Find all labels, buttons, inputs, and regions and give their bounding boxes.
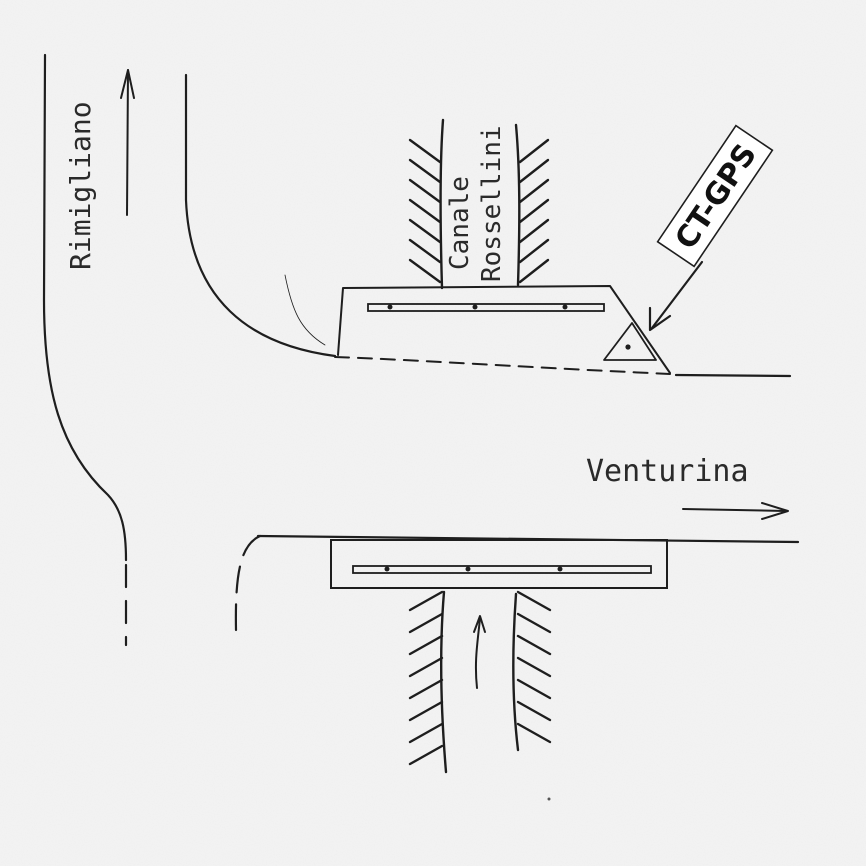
arrow-icon: [682, 502, 789, 520]
road-top-edge: [674, 373, 792, 378]
canal-upper: [408, 118, 550, 290]
label-canale: Canale: [445, 176, 475, 270]
arrow-icon: [120, 69, 135, 216]
road-bottom-curve-dashed: [234, 534, 262, 632]
station-tag-pointer: [650, 260, 704, 330]
triangle-dot-icon: [603, 322, 657, 361]
bridge-lower-rail: [352, 565, 652, 574]
canal-lower: [408, 590, 552, 774]
bridge-lower-outline: [330, 539, 668, 589]
bridge-upper: [337, 285, 671, 374]
road-left-edge-inner: [184, 73, 337, 358]
ink-speck: [547, 797, 551, 801]
label-venturina: Venturina: [586, 454, 749, 489]
label-rossellini: Rossellini: [477, 125, 507, 282]
canal-bank-hatching-right: [518, 138, 550, 284]
canal-bank-hatching-left: [408, 590, 444, 766]
arrow-icon: [473, 615, 486, 689]
road-left-edge-outer: [42, 53, 128, 562]
bridge-upper-outline: [337, 285, 671, 374]
canal-bank-hatching-left: [408, 138, 442, 284]
road-top-edge-dashed: [334, 356, 671, 375]
bridge-lower: [330, 539, 668, 589]
road-rimigliano: [42, 53, 337, 647]
bridge-upper-rail: [367, 303, 605, 312]
canal-bank-hatching-right: [516, 590, 552, 744]
road-left-edge-faint: [284, 274, 326, 346]
label-rimigliano: Rimigliano: [64, 101, 97, 270]
